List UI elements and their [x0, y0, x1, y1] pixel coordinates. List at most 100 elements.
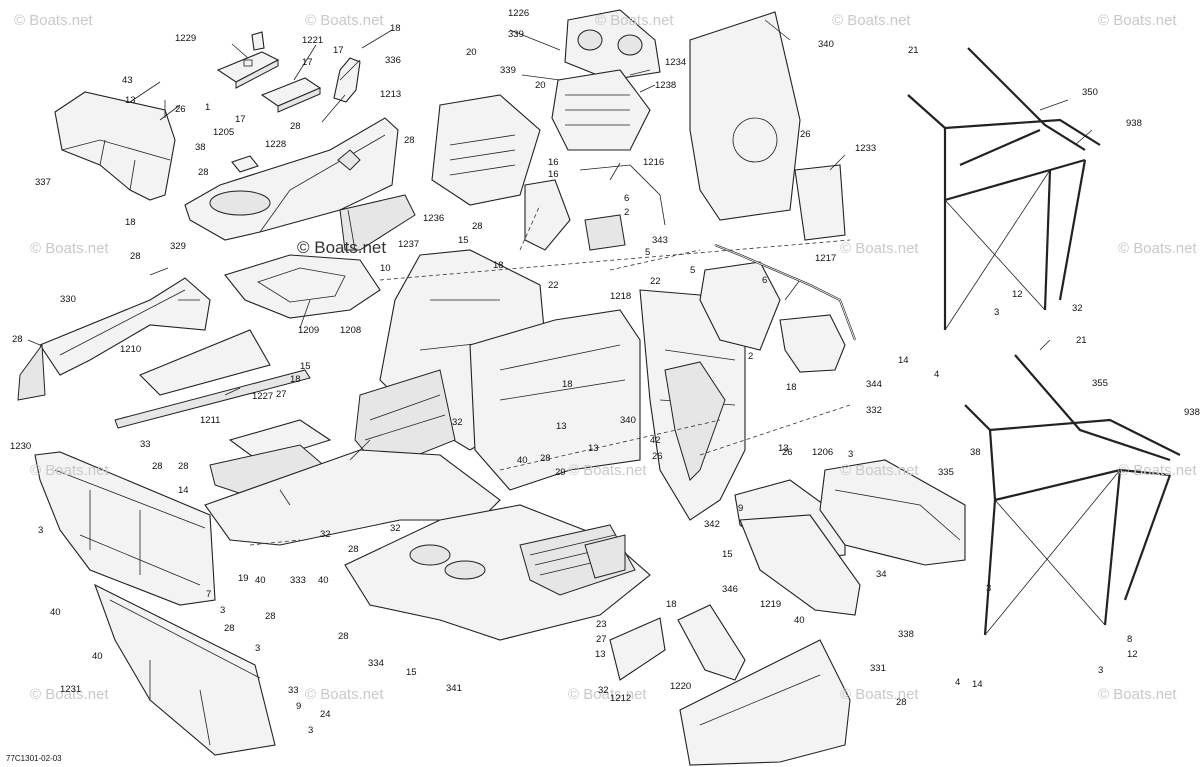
callout: 38: [970, 447, 981, 458]
callout: 344: [866, 379, 882, 390]
callout: 1234: [665, 57, 687, 68]
callout: 1212: [610, 693, 632, 704]
callout: 1229: [175, 33, 197, 44]
callout: 9: [738, 503, 744, 514]
watermark: © Boats.net: [840, 240, 919, 257]
callout: 26: [800, 129, 811, 140]
callout: 28: [12, 334, 23, 345]
callout: 1227: [252, 391, 274, 402]
callout: 13: [595, 649, 606, 660]
callout: 5: [690, 265, 696, 276]
callout: 22: [548, 280, 559, 291]
callout: 32: [598, 685, 609, 696]
watermark: © Boats.net: [1098, 12, 1177, 29]
callout: 1213: [380, 89, 402, 100]
callout: 339: [500, 65, 516, 76]
callout: 28: [152, 461, 163, 472]
bracket-1228: [260, 77, 322, 113]
callout: 1238: [655, 80, 677, 91]
callout: 4: [934, 369, 940, 380]
callout: 28: [178, 461, 189, 472]
callout: 338: [898, 629, 914, 640]
dash-339-upper: [551, 69, 651, 151]
dash-1226: [564, 9, 661, 81]
watermark: © Boats.net: [568, 462, 647, 479]
panel-337: [54, 91, 176, 201]
callout: 334: [368, 658, 384, 669]
handle-336: [333, 57, 361, 103]
callout: 22: [650, 276, 661, 287]
floor-341: [344, 504, 651, 641]
callout: 38: [195, 142, 206, 153]
callout: 18: [666, 599, 677, 610]
callout: 32: [452, 417, 463, 428]
callout: 4: [955, 677, 961, 688]
watermark: © Boats.net: [840, 462, 919, 479]
callout: 1236: [423, 213, 445, 224]
callout: 26: [652, 451, 663, 462]
rops-355: [964, 354, 1181, 636]
callout: 1221: [302, 35, 324, 46]
callout: 23: [596, 619, 607, 630]
callout: 40: [318, 575, 329, 586]
callout: 341: [446, 683, 462, 694]
callout: 329: [170, 241, 186, 252]
panel-1231: [94, 583, 276, 756]
callout: 20: [535, 80, 546, 91]
housing-344: [779, 279, 846, 373]
panel-1212: [609, 617, 666, 681]
callout: 28: [224, 623, 235, 634]
callout: 19: [238, 573, 249, 584]
callout: 1226: [508, 8, 530, 19]
callout: 29: [555, 467, 566, 478]
callout: 6: [624, 193, 630, 204]
bracket-343: [524, 179, 626, 251]
watermark: © Boats.net: [1098, 686, 1177, 703]
callout: 16: [548, 169, 559, 180]
callout: 1209: [298, 325, 320, 336]
callout: 3: [994, 307, 1000, 318]
callout: 342: [704, 519, 720, 530]
dash-339-lower: [431, 94, 541, 206]
callout: 12: [1127, 649, 1138, 660]
callout: 34: [876, 569, 887, 580]
callout: 938: [1126, 118, 1142, 129]
callout: 1230: [10, 441, 32, 452]
callout: 14: [178, 485, 189, 496]
callout: 40: [517, 455, 528, 466]
callout: 12: [1012, 289, 1023, 300]
callout: 1233: [855, 143, 877, 154]
watermark: © Boats.net: [30, 240, 109, 257]
bracket-1218: [699, 261, 781, 351]
callout: 1205: [213, 127, 235, 138]
knob-1221: [251, 31, 265, 51]
callout: 3: [986, 583, 992, 594]
callout: 28: [130, 251, 141, 262]
trim-1211: [114, 369, 311, 429]
bracket-1229: [216, 51, 280, 89]
callout: 1219: [760, 599, 782, 610]
callout: 15: [300, 361, 311, 372]
panel-338: [739, 514, 861, 616]
callout: 24: [320, 709, 331, 720]
panel-1230: [34, 451, 216, 606]
callout: 40: [92, 651, 103, 662]
callout: 1231: [60, 684, 82, 695]
callout: 32: [1072, 303, 1083, 314]
callout: 13: [125, 95, 136, 106]
callout: 1217: [815, 253, 837, 264]
callout: 28: [290, 121, 301, 132]
callout: 13: [556, 421, 567, 432]
diagram-code: 77C1301-02-03: [6, 754, 62, 763]
callout: 16: [548, 157, 559, 168]
watermark: © Boats.net: [14, 12, 93, 29]
callout: 340: [620, 415, 636, 426]
callout: 17: [333, 45, 344, 56]
callout: 28: [896, 697, 907, 708]
callout: 18: [493, 260, 504, 271]
callout: 33: [140, 439, 151, 450]
callout: 28: [472, 221, 483, 232]
callout: 14: [898, 355, 909, 366]
